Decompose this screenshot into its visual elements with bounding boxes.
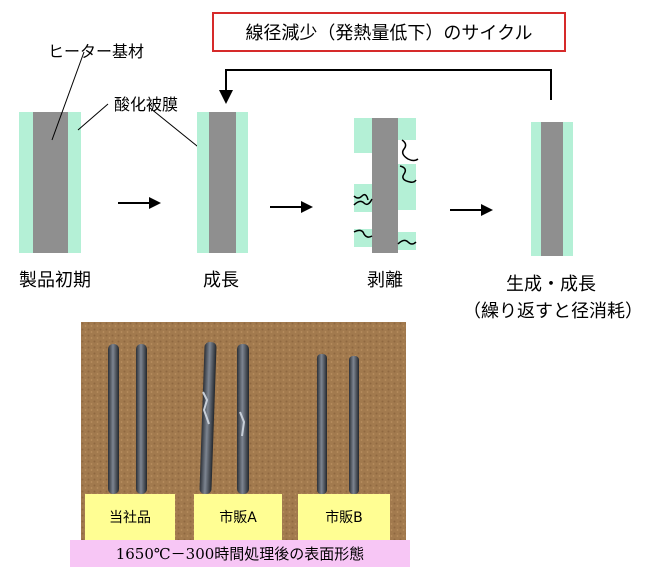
arrow-right-icon xyxy=(118,197,161,209)
photo-caption: 1650℃－300時間処理後の表面形態 xyxy=(70,540,410,567)
heater-rod xyxy=(33,112,68,253)
stage-regen-label: 生成・成長 xyxy=(506,274,596,295)
crack-line xyxy=(353,229,373,238)
rod-growth xyxy=(197,112,248,253)
oxide-callout-line-2 xyxy=(149,107,203,151)
sample-rod xyxy=(349,356,359,494)
substrate-callout-line xyxy=(51,51,85,141)
heater-rod xyxy=(541,122,563,256)
crack-line xyxy=(401,139,419,162)
stage-initial-label: 製品初期 xyxy=(19,270,91,291)
sample-label-own: 当社品 xyxy=(85,494,175,540)
sample-rod xyxy=(136,344,147,494)
oxide-cycle-diagram xyxy=(19,51,573,256)
cycle-title: 線径減少（発熱量低下）のサイクル xyxy=(245,23,533,44)
arrow-right-icon xyxy=(270,201,313,213)
crack-line xyxy=(397,239,417,245)
sample-label-market-b: 市販B xyxy=(298,494,390,540)
sample-rod xyxy=(317,354,327,494)
rod-initial xyxy=(19,112,81,253)
rod-peeling xyxy=(353,118,419,253)
oxide-film-label: 酸化被膜 xyxy=(114,95,179,114)
stage-growth-label: 成長 xyxy=(203,270,239,291)
heater-rod xyxy=(372,118,398,253)
crack-line xyxy=(399,165,417,183)
sample-label-market-a: 市販A xyxy=(194,494,282,540)
oxide-layer-left xyxy=(19,112,33,253)
oxide-callout-line-1 xyxy=(77,103,109,131)
sample-rod xyxy=(108,344,119,494)
sample-photo: 当社品 市販A 市販B xyxy=(81,322,406,540)
cycle-return-arrow-icon xyxy=(219,69,552,104)
cycle-title-box: 線径減少（発熱量低下）のサイクル xyxy=(212,12,566,52)
stage-regen-note: （繰り返すと径消耗） xyxy=(463,301,643,322)
heater-substrate-label: ヒーター基材 xyxy=(48,42,145,61)
heater-rod xyxy=(209,112,236,253)
crack-line xyxy=(353,198,373,206)
crack-line xyxy=(353,193,369,201)
arrow-right-icon xyxy=(450,204,493,216)
oxide-layer-right xyxy=(68,112,81,253)
rod-regen xyxy=(531,122,573,256)
stage-peeling-label: 剥離 xyxy=(367,270,403,291)
sample-rod xyxy=(199,342,217,494)
